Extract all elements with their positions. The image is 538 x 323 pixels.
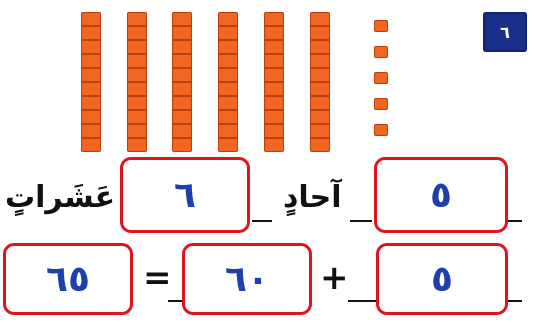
equals-sign: = bbox=[143, 258, 172, 298]
equals-blank-line bbox=[168, 300, 182, 302]
row2-trailing-line bbox=[508, 300, 522, 302]
ten-rod-5 bbox=[264, 12, 284, 152]
tens-label: عَشَراتٍ bbox=[5, 180, 116, 215]
unit-cube-2 bbox=[374, 46, 388, 58]
tens-blank-line bbox=[252, 220, 272, 222]
ten-rod-1 bbox=[81, 12, 101, 152]
plus-blank-line bbox=[348, 300, 376, 302]
tens-value-box: ٦٠ bbox=[182, 243, 312, 315]
unit-cube-4 bbox=[374, 98, 388, 110]
ten-rod-6 bbox=[310, 12, 330, 152]
ten-rod-4 bbox=[218, 12, 238, 152]
tens-count-box: ٦ bbox=[120, 157, 250, 233]
unit-cube-5 bbox=[374, 124, 388, 136]
ones-label: آحادٍ bbox=[283, 180, 342, 215]
exercise-number-badge: ٦ bbox=[483, 12, 527, 52]
ones-count-box: ٥ bbox=[374, 157, 508, 233]
ten-rod-2 bbox=[127, 12, 147, 152]
ten-rod-3 bbox=[172, 12, 192, 152]
ones-blank-line bbox=[350, 220, 372, 222]
ones-value-box: ٥ bbox=[376, 243, 508, 315]
row1-trailing-line bbox=[508, 220, 522, 222]
unit-cube-3 bbox=[374, 72, 388, 84]
total-box: ٦٥ bbox=[3, 243, 133, 315]
plus-sign: + bbox=[320, 258, 349, 298]
unit-cube-1 bbox=[374, 20, 388, 32]
